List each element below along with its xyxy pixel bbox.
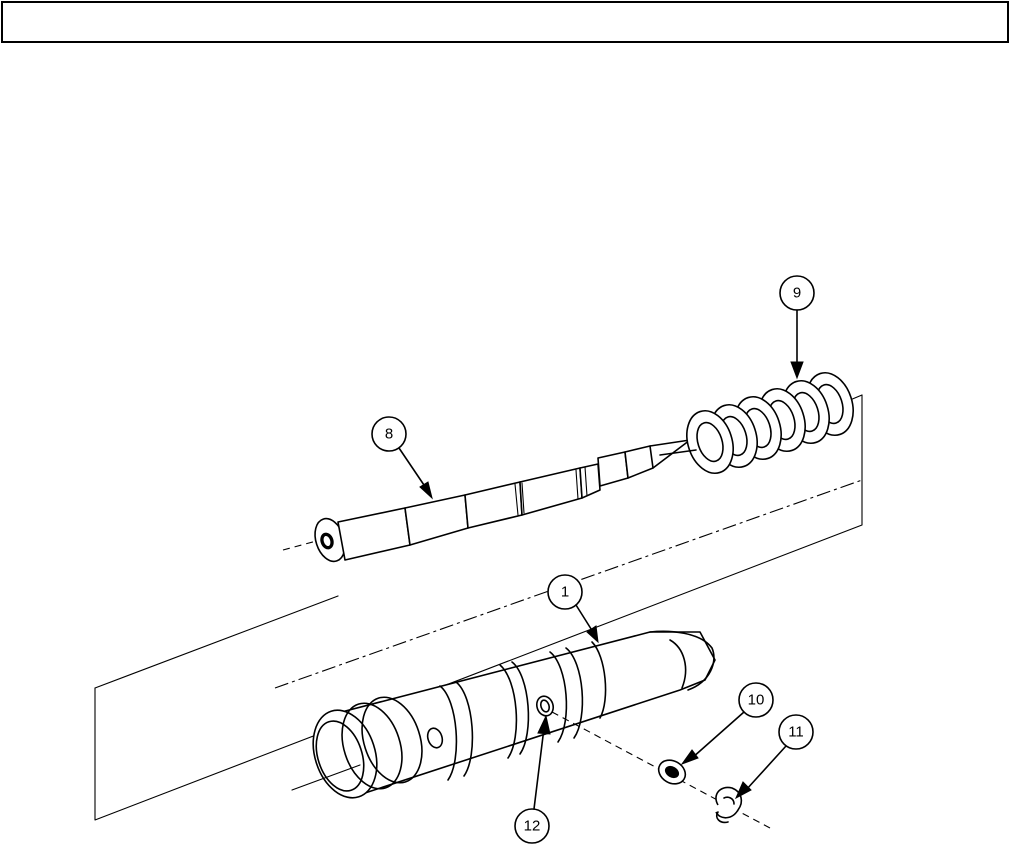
part-9-spring	[660, 367, 861, 479]
callout-10: 10	[682, 683, 773, 764]
callout-9: 9	[780, 276, 814, 378]
part-1-body	[292, 631, 715, 806]
part-8-stem	[283, 440, 690, 565]
callout-1-label: 1	[561, 584, 569, 601]
callout-11-label: 11	[788, 724, 804, 741]
callout-10-label: 10	[748, 692, 765, 709]
callout-8-label: 8	[385, 426, 393, 443]
callout-9-label: 9	[793, 285, 801, 302]
callout-8: 8	[372, 417, 432, 498]
callout-11: 11	[736, 715, 813, 798]
callout-12-label: 12	[524, 818, 541, 835]
callout-1: 1	[548, 575, 598, 642]
part-11-retainer	[716, 787, 741, 822]
